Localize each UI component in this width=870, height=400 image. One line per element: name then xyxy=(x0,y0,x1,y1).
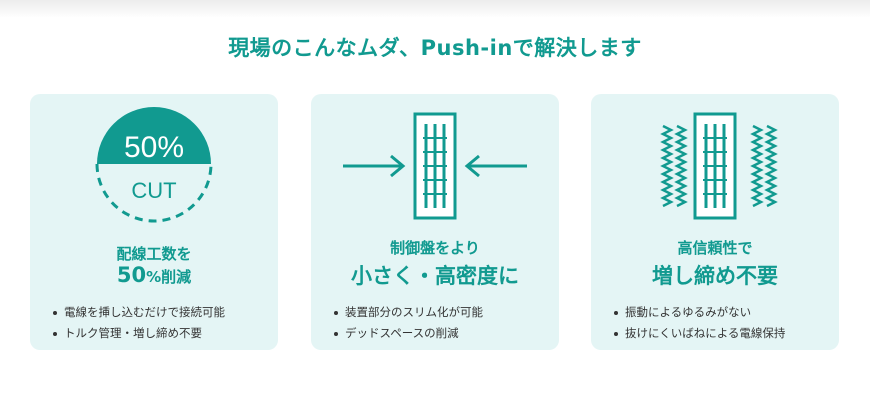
benefit-list: 電線を挿し込むだけで接続可能 トルク管理・増し締め不要 xyxy=(52,302,225,344)
card-subtitle: 制御盤をより xyxy=(390,239,480,257)
list-item: 電線を挿し込むだけで接続可能 xyxy=(52,302,225,323)
vibration-terminal-block-icon xyxy=(660,112,778,220)
benefit-list: 振動によるゆるみがない 抜けにくいばねによる電線保持 xyxy=(613,302,785,344)
compress-terminal-block-icon xyxy=(343,112,527,220)
list-item: 装置部分のスリム化が可能 xyxy=(333,302,483,323)
card-headline: 増し締め不要 xyxy=(652,264,778,288)
headline-unit: %削減 xyxy=(146,268,192,286)
card-headline: 小さく・高密度に xyxy=(351,264,519,288)
list-item: 振動によるゆるみがない xyxy=(613,302,785,323)
benefit-card-reliability: 高信頼性で 増し締め不要 振動によるゆるみがない 抜けにくいばねによる電線保持 xyxy=(591,94,839,350)
card-headline: 50%削減 xyxy=(30,263,278,287)
benefit-list: 装置部分のスリム化が可能 デッドスペースの削減 xyxy=(333,302,483,344)
badge-label: CUT xyxy=(131,178,176,203)
badge-value: 50% xyxy=(124,131,184,164)
page-title: 現場のこんなムダ、Push-inで解決します xyxy=(228,36,642,60)
list-item: トルク管理・増し締め不要 xyxy=(52,323,225,344)
card-subtitle: 配線工数を xyxy=(116,245,192,263)
percent-cut-circle-icon: 50% CUT xyxy=(95,107,213,223)
headline-number: 50 xyxy=(116,263,147,287)
benefit-card-density: 制御盤をより 小さく・高密度に 装置部分のスリム化が可能 デッドスペースの削減 xyxy=(311,94,559,350)
top-band xyxy=(0,0,870,18)
list-item: 抜けにくいばねによる電線保持 xyxy=(613,323,785,344)
list-item: デッドスペースの削減 xyxy=(333,323,483,344)
benefit-card-wiring: 50% CUT 配線工数を 50%削減 電線を挿し込むだけで接続可能 トルク管理… xyxy=(30,94,278,350)
card-subtitle: 高信頼性で xyxy=(677,239,753,257)
